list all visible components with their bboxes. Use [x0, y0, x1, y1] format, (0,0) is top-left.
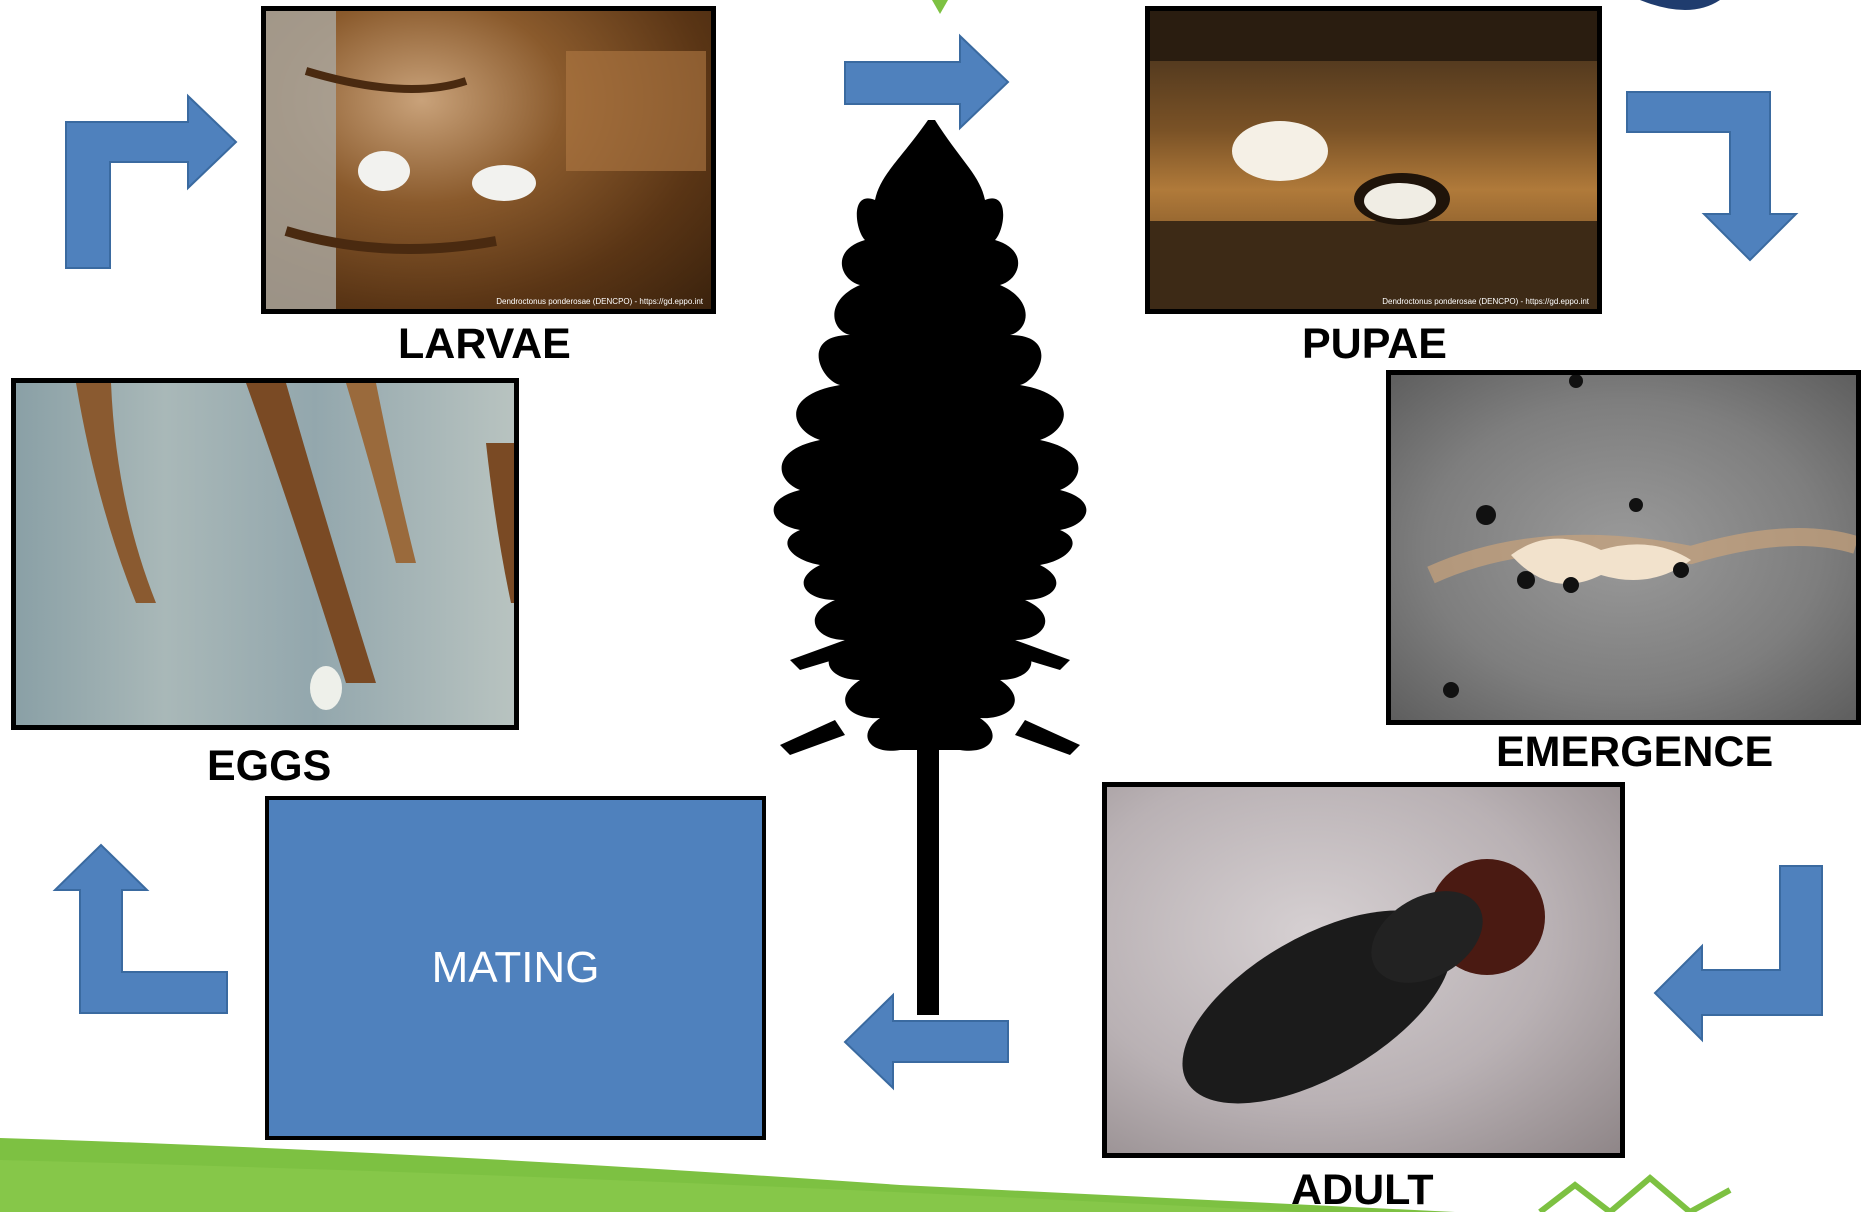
emergence-photo [1386, 370, 1861, 725]
arrow-larvae-to-pupae-icon [845, 36, 1008, 128]
eggs-photo [11, 378, 519, 730]
pupae-illustration [1150, 11, 1597, 309]
mating-label: MATING [432, 943, 600, 993]
arrow-eggs-to-larvae-icon [66, 96, 236, 268]
pupae-label: PUPAE [1302, 320, 1447, 369]
mating-box: MATING [265, 796, 766, 1140]
larvae-photo-credit: Dendroctonus ponderosae (DENCPO) - https… [496, 297, 703, 306]
adult-photo [1102, 782, 1625, 1158]
emergence-label: EMERGENCE [1496, 728, 1773, 777]
larvae-photo: Dendroctonus ponderosae (DENCPO) - https… [261, 6, 716, 314]
pupae-photo: Dendroctonus ponderosae (DENCPO) - https… [1145, 6, 1602, 314]
adult-beetle-illustration [1107, 787, 1620, 1153]
arrow-emergence-to-adult-icon [1655, 866, 1822, 1040]
eggs-illustration [16, 383, 514, 725]
larvae-label: LARVAE [398, 320, 571, 369]
emergence-illustration [1391, 375, 1856, 720]
arrow-pupae-to-emergence-icon [1627, 92, 1796, 260]
pupae-photo-credit: Dendroctonus ponderosae (DENCPO) - https… [1382, 297, 1589, 306]
adult-label: ADULT [1291, 1166, 1434, 1215]
eggs-label: EGGS [207, 742, 331, 791]
arrow-adult-to-mating-icon [845, 995, 1008, 1088]
arrow-mating-to-eggs-icon [55, 845, 227, 1013]
larvae-illustration [266, 11, 711, 309]
